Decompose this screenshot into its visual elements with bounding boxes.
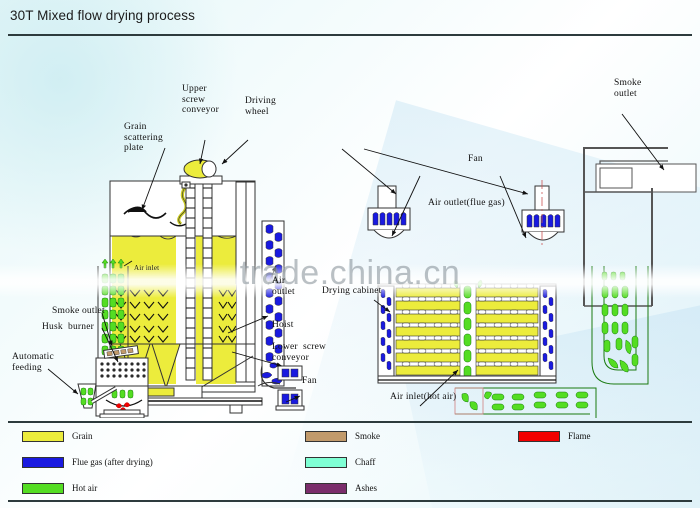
legend-item-grain: Grain: [22, 423, 153, 449]
legend-label-hot-air: Hot air: [72, 483, 98, 493]
label-air-outlet-left: Air outlet: [272, 276, 295, 297]
legend: Grain Flue gas (after drying) Hot air Sm…: [0, 423, 700, 500]
legend-divider-top: [8, 421, 692, 423]
legend-swatch-grain: [22, 430, 64, 442]
label-automatic-feeding: Automatic feeding: [12, 352, 54, 373]
header-divider: [8, 34, 692, 36]
legend-column-2: Smoke Chaff Ashes: [305, 423, 380, 501]
legend-swatch-chaff: [305, 456, 347, 468]
label-grain-scattering-plate: Grain scattering plate: [124, 122, 163, 153]
label-drying-cabinet: Drying cabinet: [322, 286, 382, 296]
legend-swatch-smoke: [305, 430, 347, 442]
legend-divider-bottom: [8, 500, 692, 502]
legend-label-ashes: Ashes: [355, 483, 377, 493]
label-hoist: Hoist: [272, 320, 294, 330]
legend-swatch-hot-air: [22, 482, 64, 494]
diagram-svg: [47, 113, 697, 418]
legend-item-smoke: Smoke: [305, 423, 380, 449]
legend-label-grain: Grain: [72, 431, 93, 441]
label-air-inlet-hot-air: Air inlet(hot air): [390, 392, 457, 402]
legend-swatch-flue-gas: [22, 456, 64, 468]
label-air-outlet-flue-gas: Air outlet(flue gas): [428, 198, 505, 208]
label-smoke-outlet-left: Smoke outlet: [52, 306, 105, 316]
label-driving-wheel: Driving wheel: [245, 96, 276, 117]
label-fan-right: Fan: [468, 154, 483, 164]
process-diagram: trade.china.cn Upper screw conveyor Driv…: [0, 36, 700, 418]
label-air-inlet-left: Air inlet: [134, 264, 160, 272]
label-fan-left: Fan: [302, 376, 317, 386]
legend-item-flue-gas: Flue gas (after drying): [22, 449, 153, 475]
header: 30T Mixed flow drying process: [0, 0, 700, 36]
legend-column-1: Grain Flue gas (after drying) Hot air: [22, 423, 153, 501]
legend-item-chaff: Chaff: [305, 449, 380, 475]
legend-swatch-flame: [518, 430, 560, 442]
label-husk-burner: Husk burner: [42, 322, 95, 332]
legend-label-smoke: Smoke: [355, 431, 381, 441]
label-lower-screw-conveyor: Lower screw conveyor: [272, 342, 327, 363]
legend-label-flue-gas: Flue gas (after drying): [72, 457, 153, 467]
label-upper-screw-conveyor: Upper screw conveyor: [182, 84, 219, 115]
label-smoke-outlet-right: Smoke outlet: [614, 78, 642, 99]
page-title: 30T Mixed flow drying process: [10, 8, 195, 23]
legend-swatch-ashes: [305, 482, 347, 494]
legend-label-flame: Flame: [568, 431, 591, 441]
legend-item-flame: Flame: [518, 423, 591, 449]
legend-item-hot-air: Hot air: [22, 475, 153, 501]
legend-column-3: Flame: [518, 423, 591, 449]
legend-label-chaff: Chaff: [355, 457, 376, 467]
legend-item-ashes: Ashes: [305, 475, 380, 501]
